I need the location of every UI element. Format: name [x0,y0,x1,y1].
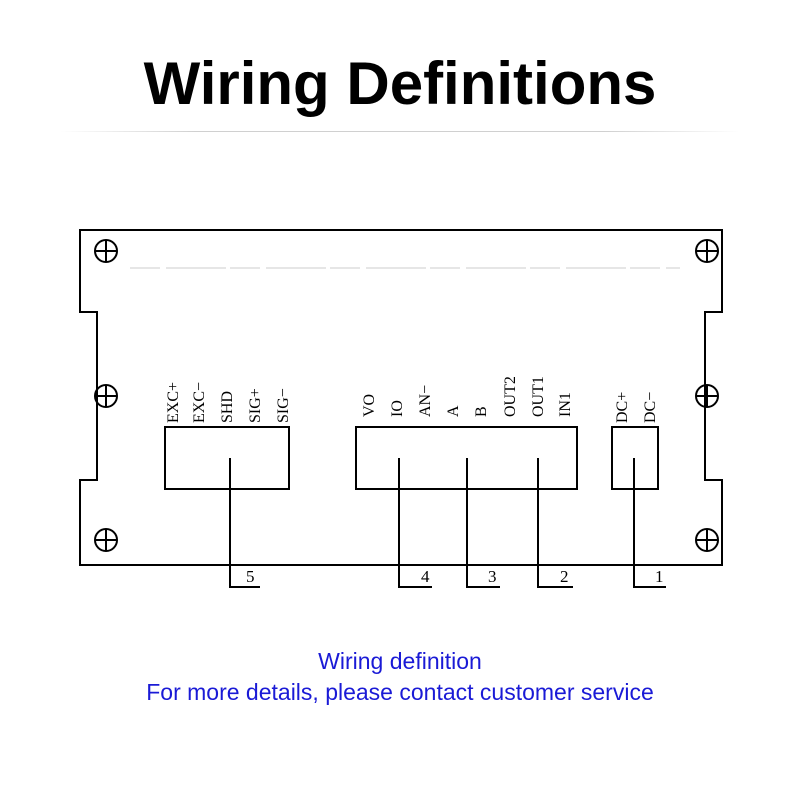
terminal-label: IO [389,400,406,417]
title-divider [60,131,740,132]
leader-line-4 [398,458,432,588]
leader-line-2 [537,458,573,588]
terminal-label: OUT1 [530,376,547,417]
terminal-label: DC+ [614,392,631,423]
screw-icon [94,384,118,408]
caption-line-2: For more details, please contact custome… [146,679,654,705]
terminal-label: EXC+ [165,382,182,423]
leader-line-5 [229,458,260,588]
terminal-label: SIG+ [247,388,264,423]
screw-icon [695,384,719,408]
caption-line-1: Wiring definition [318,648,482,674]
terminal-label: AN− [417,385,434,417]
screw-icon [695,239,719,263]
screw-icon [94,239,118,263]
screw-icon [695,528,719,552]
terminal-label: IN1 [557,392,574,417]
leader-number: 3 [488,567,497,586]
leader-number: 1 [655,567,664,586]
leader-number: 4 [421,567,430,586]
screw-icon [94,528,118,552]
leader-line-3 [466,458,500,588]
terminal-block-5 [164,426,290,490]
terminal-label: B [473,406,490,417]
terminal-label: SHD [219,391,236,423]
leader-line-1 [633,458,666,588]
page-title: Wiring Definitions [143,50,657,117]
enclosure-outline [79,229,723,566]
leader-number: 5 [246,567,255,586]
terminal-label: SIG− [275,388,292,423]
terminal-label: EXC− [191,382,208,423]
terminal-label: A [445,405,462,417]
terminal-label: OUT2 [502,376,519,417]
terminal-label: VO [361,394,378,417]
caption: Wiring definition For more details, plea… [0,646,800,708]
leader-number: 2 [560,567,569,586]
terminal-label: DC− [642,392,659,423]
